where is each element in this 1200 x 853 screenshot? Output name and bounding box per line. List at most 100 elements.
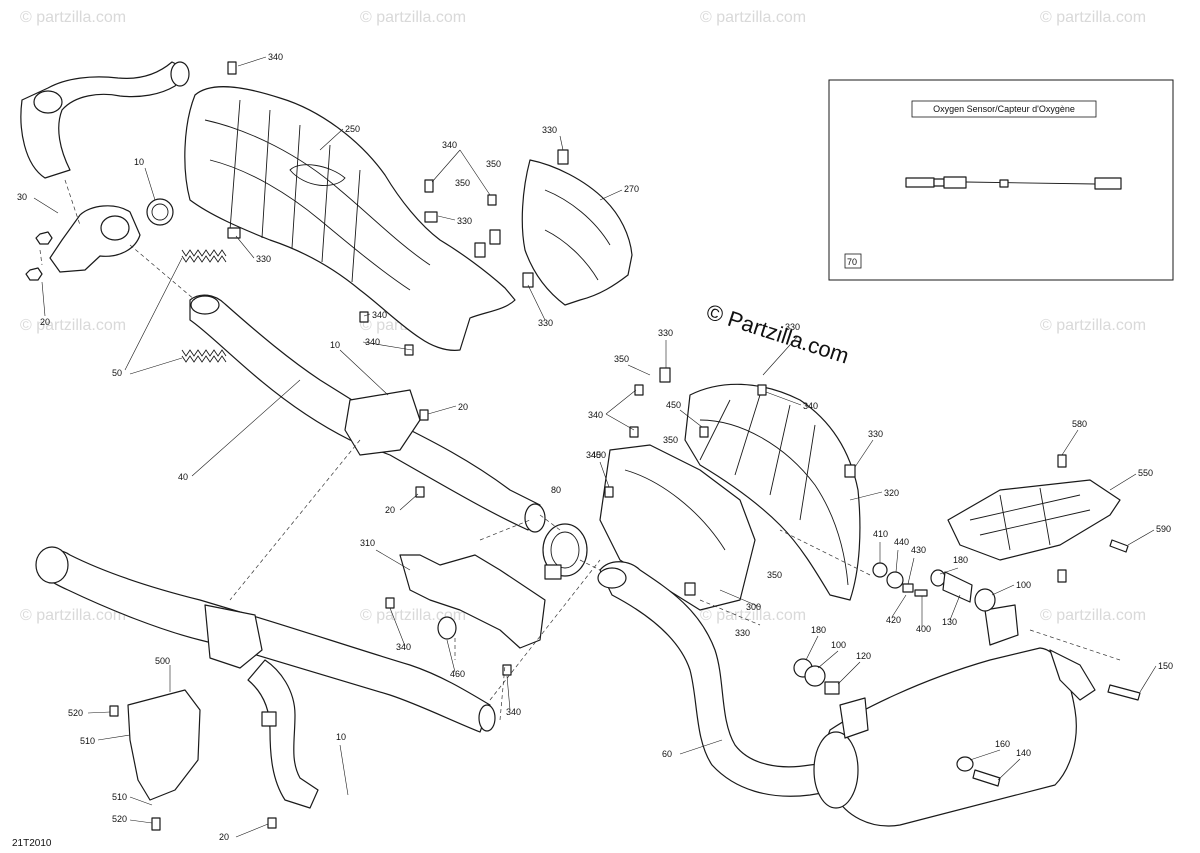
bracket-310	[399, 554, 546, 649]
watermark: © partzilla.com	[360, 9, 466, 26]
callout-label: 10	[336, 732, 346, 742]
callout-label: 20	[385, 505, 395, 515]
callout-label: 320	[884, 488, 899, 498]
leader-lines	[33, 56, 1157, 838]
heat-shield-270	[521, 159, 633, 306]
callout-label: 350	[455, 178, 470, 188]
callout-label: 180	[811, 625, 826, 635]
callout-label: 350	[486, 159, 501, 169]
bracket-550	[947, 479, 1121, 561]
callout-label: 180	[953, 555, 968, 565]
callout-label: 250	[345, 124, 360, 134]
callout-label: 450	[591, 450, 606, 460]
callout-label: 330	[658, 328, 673, 338]
callout-label: 10	[134, 157, 144, 167]
callout-label: 510	[80, 736, 95, 746]
watermark: © partzilla.com	[700, 9, 806, 26]
watermark: © partzilla.com	[1040, 607, 1146, 624]
callout-label: 430	[911, 545, 926, 555]
watermark: © partzilla.com	[360, 607, 466, 624]
watermark: © partzilla.com	[20, 317, 126, 334]
assembly-lines	[39, 179, 1121, 721]
callout-label: 300	[746, 602, 761, 612]
callout-label: 340	[372, 310, 387, 320]
callout-label: 150	[1158, 661, 1173, 671]
callout-label: 60	[662, 749, 672, 759]
springs-50	[181, 249, 227, 363]
nut-20	[25, 231, 53, 281]
callout-label: 310	[360, 538, 375, 548]
callout-label: 350	[663, 435, 678, 445]
callout-label: 590	[1156, 524, 1171, 534]
callout-label: 20	[219, 832, 229, 842]
callout-label: 520	[112, 814, 127, 824]
callout-label: 30	[17, 192, 27, 202]
callout-label: 330	[542, 125, 557, 135]
flange-elbow	[49, 198, 174, 273]
bolts-clips	[109, 61, 1067, 831]
bushings-hardware	[793, 539, 1141, 787]
callout-label: 330	[538, 318, 553, 328]
callout-label: 20	[40, 317, 50, 327]
rear-pipe-60	[597, 561, 841, 797]
callout-label: 40	[178, 472, 188, 482]
callout-label: 50	[112, 368, 122, 378]
callout-label: 100	[831, 640, 846, 650]
front-pipe-assembly	[35, 546, 496, 809]
callout-label: 130	[942, 617, 957, 627]
inset-callout: 70	[847, 257, 857, 267]
callout-label: 400	[916, 624, 931, 634]
diagram-code: 21T2010	[12, 838, 52, 849]
middle-pipe-40	[189, 294, 546, 533]
heat-shield-500	[127, 689, 201, 801]
callout-label: 520	[68, 708, 83, 718]
callout-label: 100	[1016, 580, 1031, 590]
watermark: © partzilla.com	[1040, 9, 1146, 26]
callout-label: 330	[457, 216, 472, 226]
watermark: © partzilla.com	[20, 607, 126, 624]
oxygen-sensor-inset: Oxygen Sensor/Capteur d'Oxygène 70	[828, 79, 1174, 281]
callout-label: 450	[666, 400, 681, 410]
callout-label: 80	[551, 485, 561, 495]
oxygen-sensor-part	[905, 176, 1122, 190]
callout-label: 340	[803, 401, 818, 411]
callout-label: 350	[614, 354, 629, 364]
callout-label: 10	[330, 340, 340, 350]
callout-label: 550	[1138, 468, 1153, 478]
watermark: © partzilla.com	[1040, 317, 1146, 334]
callout-label: 340	[365, 337, 380, 347]
callout-label: 350	[767, 570, 782, 580]
callout-label: 340	[586, 450, 601, 460]
callout-label: 20	[458, 402, 468, 412]
callout-label: 140	[1016, 748, 1031, 758]
callout-label: 460	[450, 669, 465, 679]
callout-label: 270	[624, 184, 639, 194]
callout-label: 580	[1072, 419, 1087, 429]
callout-label: 330	[735, 628, 750, 638]
callouts: 340 250 30 10 20 50 40 330 350 340 330 3…	[17, 52, 1173, 842]
clamp-80	[542, 523, 588, 580]
header-pipe-30	[20, 61, 190, 179]
callout-label: 340	[588, 410, 603, 420]
inset-title: Oxygen Sensor/Capteur d'Oxygène	[933, 104, 1075, 114]
watermark: © partzilla.com	[20, 9, 126, 26]
callout-label: 160	[995, 739, 1010, 749]
callout-label: 500	[155, 656, 170, 666]
heat-shield-320	[684, 383, 861, 601]
muffler	[813, 604, 1096, 827]
heat-shield-250	[184, 86, 516, 351]
callout-label: 420	[886, 615, 901, 625]
callout-label: 410	[873, 529, 888, 539]
callout-label: 330	[785, 322, 800, 332]
callout-label: 340	[506, 707, 521, 717]
callout-label: 440	[894, 537, 909, 547]
callout-label: 330	[868, 429, 883, 439]
callout-label: 340	[442, 140, 457, 150]
callout-label: 330	[256, 254, 271, 264]
callout-label: 340	[268, 52, 283, 62]
callout-label: 120	[856, 651, 871, 661]
callout-label: 340	[396, 642, 411, 652]
callout-label: 510	[112, 792, 127, 802]
watermark-layer: © partzilla.com © partzilla.com © partzi…	[20, 9, 1146, 624]
